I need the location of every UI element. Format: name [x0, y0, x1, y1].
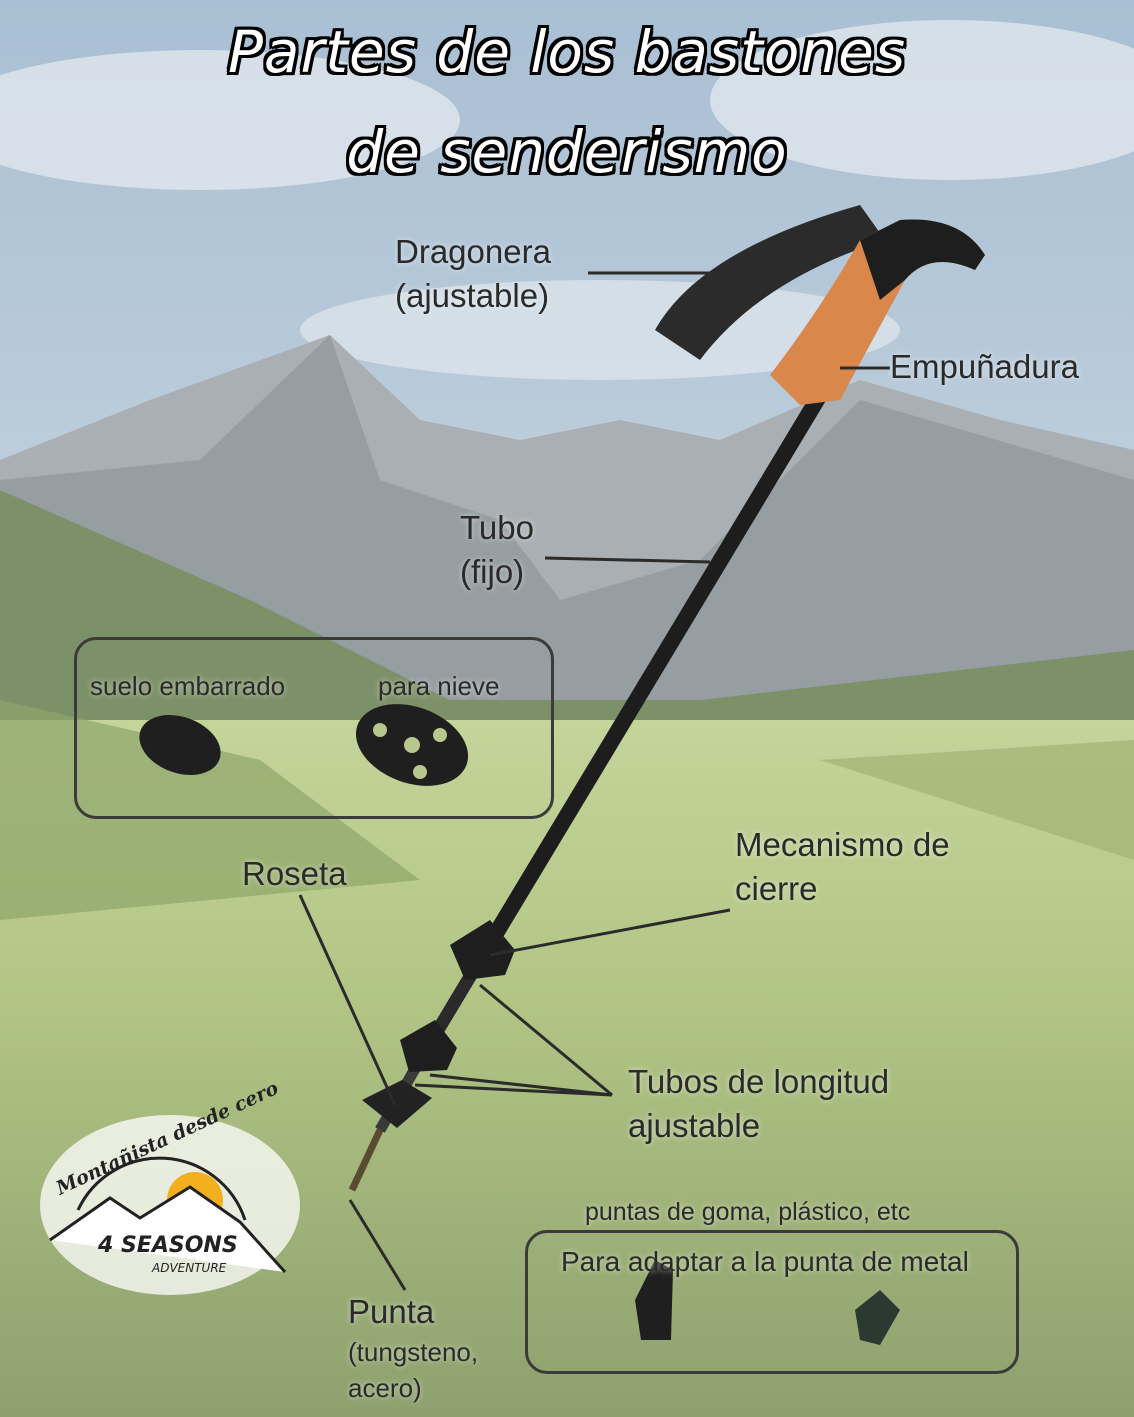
mud-rosette-icon [139, 715, 221, 775]
title-line-1: Partes de los bastones [227, 18, 907, 86]
lock-lower [400, 1020, 457, 1072]
strap [655, 205, 885, 360]
grip [770, 219, 985, 405]
label-roseta: Roseta [242, 855, 347, 892]
lock-upper [450, 920, 515, 980]
logo: 4 SEASONS ADVENTURE Montañista desde cer… [40, 1077, 300, 1295]
label-tubo: Tubo(fijo) [460, 509, 534, 590]
trekking-pole [348, 205, 985, 1192]
rosette-mud-label: suelo embarrado [90, 671, 286, 701]
rubber-tip-icon [635, 1260, 673, 1340]
rosettes-box [74, 637, 554, 819]
basket [362, 1080, 432, 1128]
plastic-tip-icon [855, 1290, 900, 1345]
leader-lines [298, 271, 890, 1291]
tips-title: Para adaptar a la punta de metal [561, 1246, 969, 1277]
logo-brand: 4 SEASONS [97, 1233, 238, 1258]
tips-box [525, 1230, 1019, 1374]
label-empunadura: Empuñadura [890, 348, 1079, 385]
label-punta: Punta(tungsteno,acero) [348, 1293, 479, 1403]
logo-sub: ADVENTURE [151, 1261, 227, 1275]
rosette-snow-label: para nieve [378, 671, 500, 701]
tips-caption: puntas de goma, plástico, etc [585, 1198, 911, 1226]
title-line-2: de senderismo [346, 118, 788, 186]
snow-rosette-icon [355, 704, 469, 786]
label-dragonera: Dragonera(ajustable) [395, 233, 551, 314]
